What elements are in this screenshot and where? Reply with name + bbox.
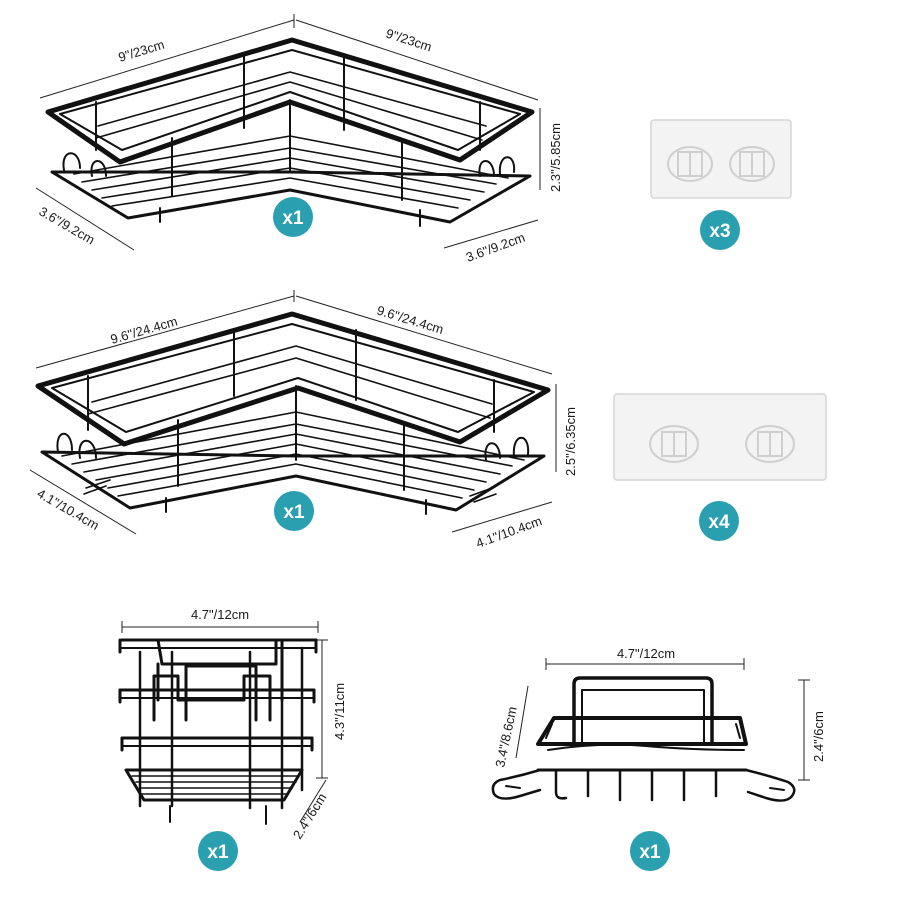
small-shelf-left-width-label: 9"/23cm	[116, 37, 166, 65]
large-adhesive-qty: x4	[708, 512, 730, 533]
large-shelf-qty-badge: x1	[274, 491, 314, 531]
soap-dish-height-label: 2.4"/6cm	[811, 711, 826, 762]
small-shelf-illustration	[45, 37, 535, 227]
holder-illustration	[118, 638, 318, 825]
small-corner-shelf: 9"/23cm 9"/23cm 2.3"/5.85cm 3.6"/9.2cm 3…	[35, 14, 563, 265]
large-shelf-illustration	[35, 311, 551, 515]
soap-dish-illustration	[491, 676, 796, 802]
large-shelf-right-depth-label: 4.1"/10.4cm	[474, 513, 544, 551]
small-shelf-qty: x1	[282, 208, 304, 229]
holder-qty: x1	[207, 842, 229, 863]
small-shelf-right-width-label: 9"/23cm	[384, 26, 434, 55]
small-shelf-right-depth-label: 3.6"/9.2cm	[464, 230, 527, 265]
soap-dish-width-label: 4.7"/12cm	[617, 646, 675, 661]
large-shelf-right-width-label: 9.6"/24.4cm	[375, 303, 445, 337]
holder-qty-badge: x1	[198, 831, 238, 871]
soap-dish-depth-label: 3.4"/8.6cm	[492, 705, 520, 768]
large-shelf-left-width-label: 9.6"/24.4cm	[109, 313, 179, 346]
soap-dish-qty-badge: x1	[630, 831, 670, 871]
small-shelf-height-label: 2.3"/5.85cm	[548, 123, 563, 192]
holder-depth-label: 2.4"/6cm	[290, 791, 330, 842]
holder-width-label: 4.7"/12cm	[191, 607, 249, 622]
adhesive-clip-icon	[667, 146, 775, 182]
large-shelf-qty: x1	[283, 502, 305, 523]
adhesive-clip-icon	[649, 425, 795, 463]
soap-dish: 4.7"/12cm 2.4"/6cm 3.4"/8.6cm x1	[491, 646, 826, 871]
large-shelf-height-label: 2.5"/6.35cm	[563, 407, 578, 476]
toothbrush-holder: 4.7"/12cm 4.3"/11cm 2.4"/6cm x1	[118, 607, 347, 871]
large-adhesive-hook: x4	[613, 393, 827, 541]
soap-dish-qty: x1	[639, 842, 661, 863]
holder-height-label: 4.3"/11cm	[332, 683, 347, 740]
small-adhesive-hook: x3	[650, 119, 792, 250]
large-corner-shelf: 9.6"/24.4cm 9.6"/24.4cm 2.5"/6.35cm 4.1"…	[29, 290, 578, 551]
small-adhesive-qty: x3	[709, 221, 730, 242]
small-shelf-left-depth-label: 3.6"/9.2cm	[37, 204, 98, 248]
small-shelf-qty-badge: x1	[273, 197, 313, 237]
